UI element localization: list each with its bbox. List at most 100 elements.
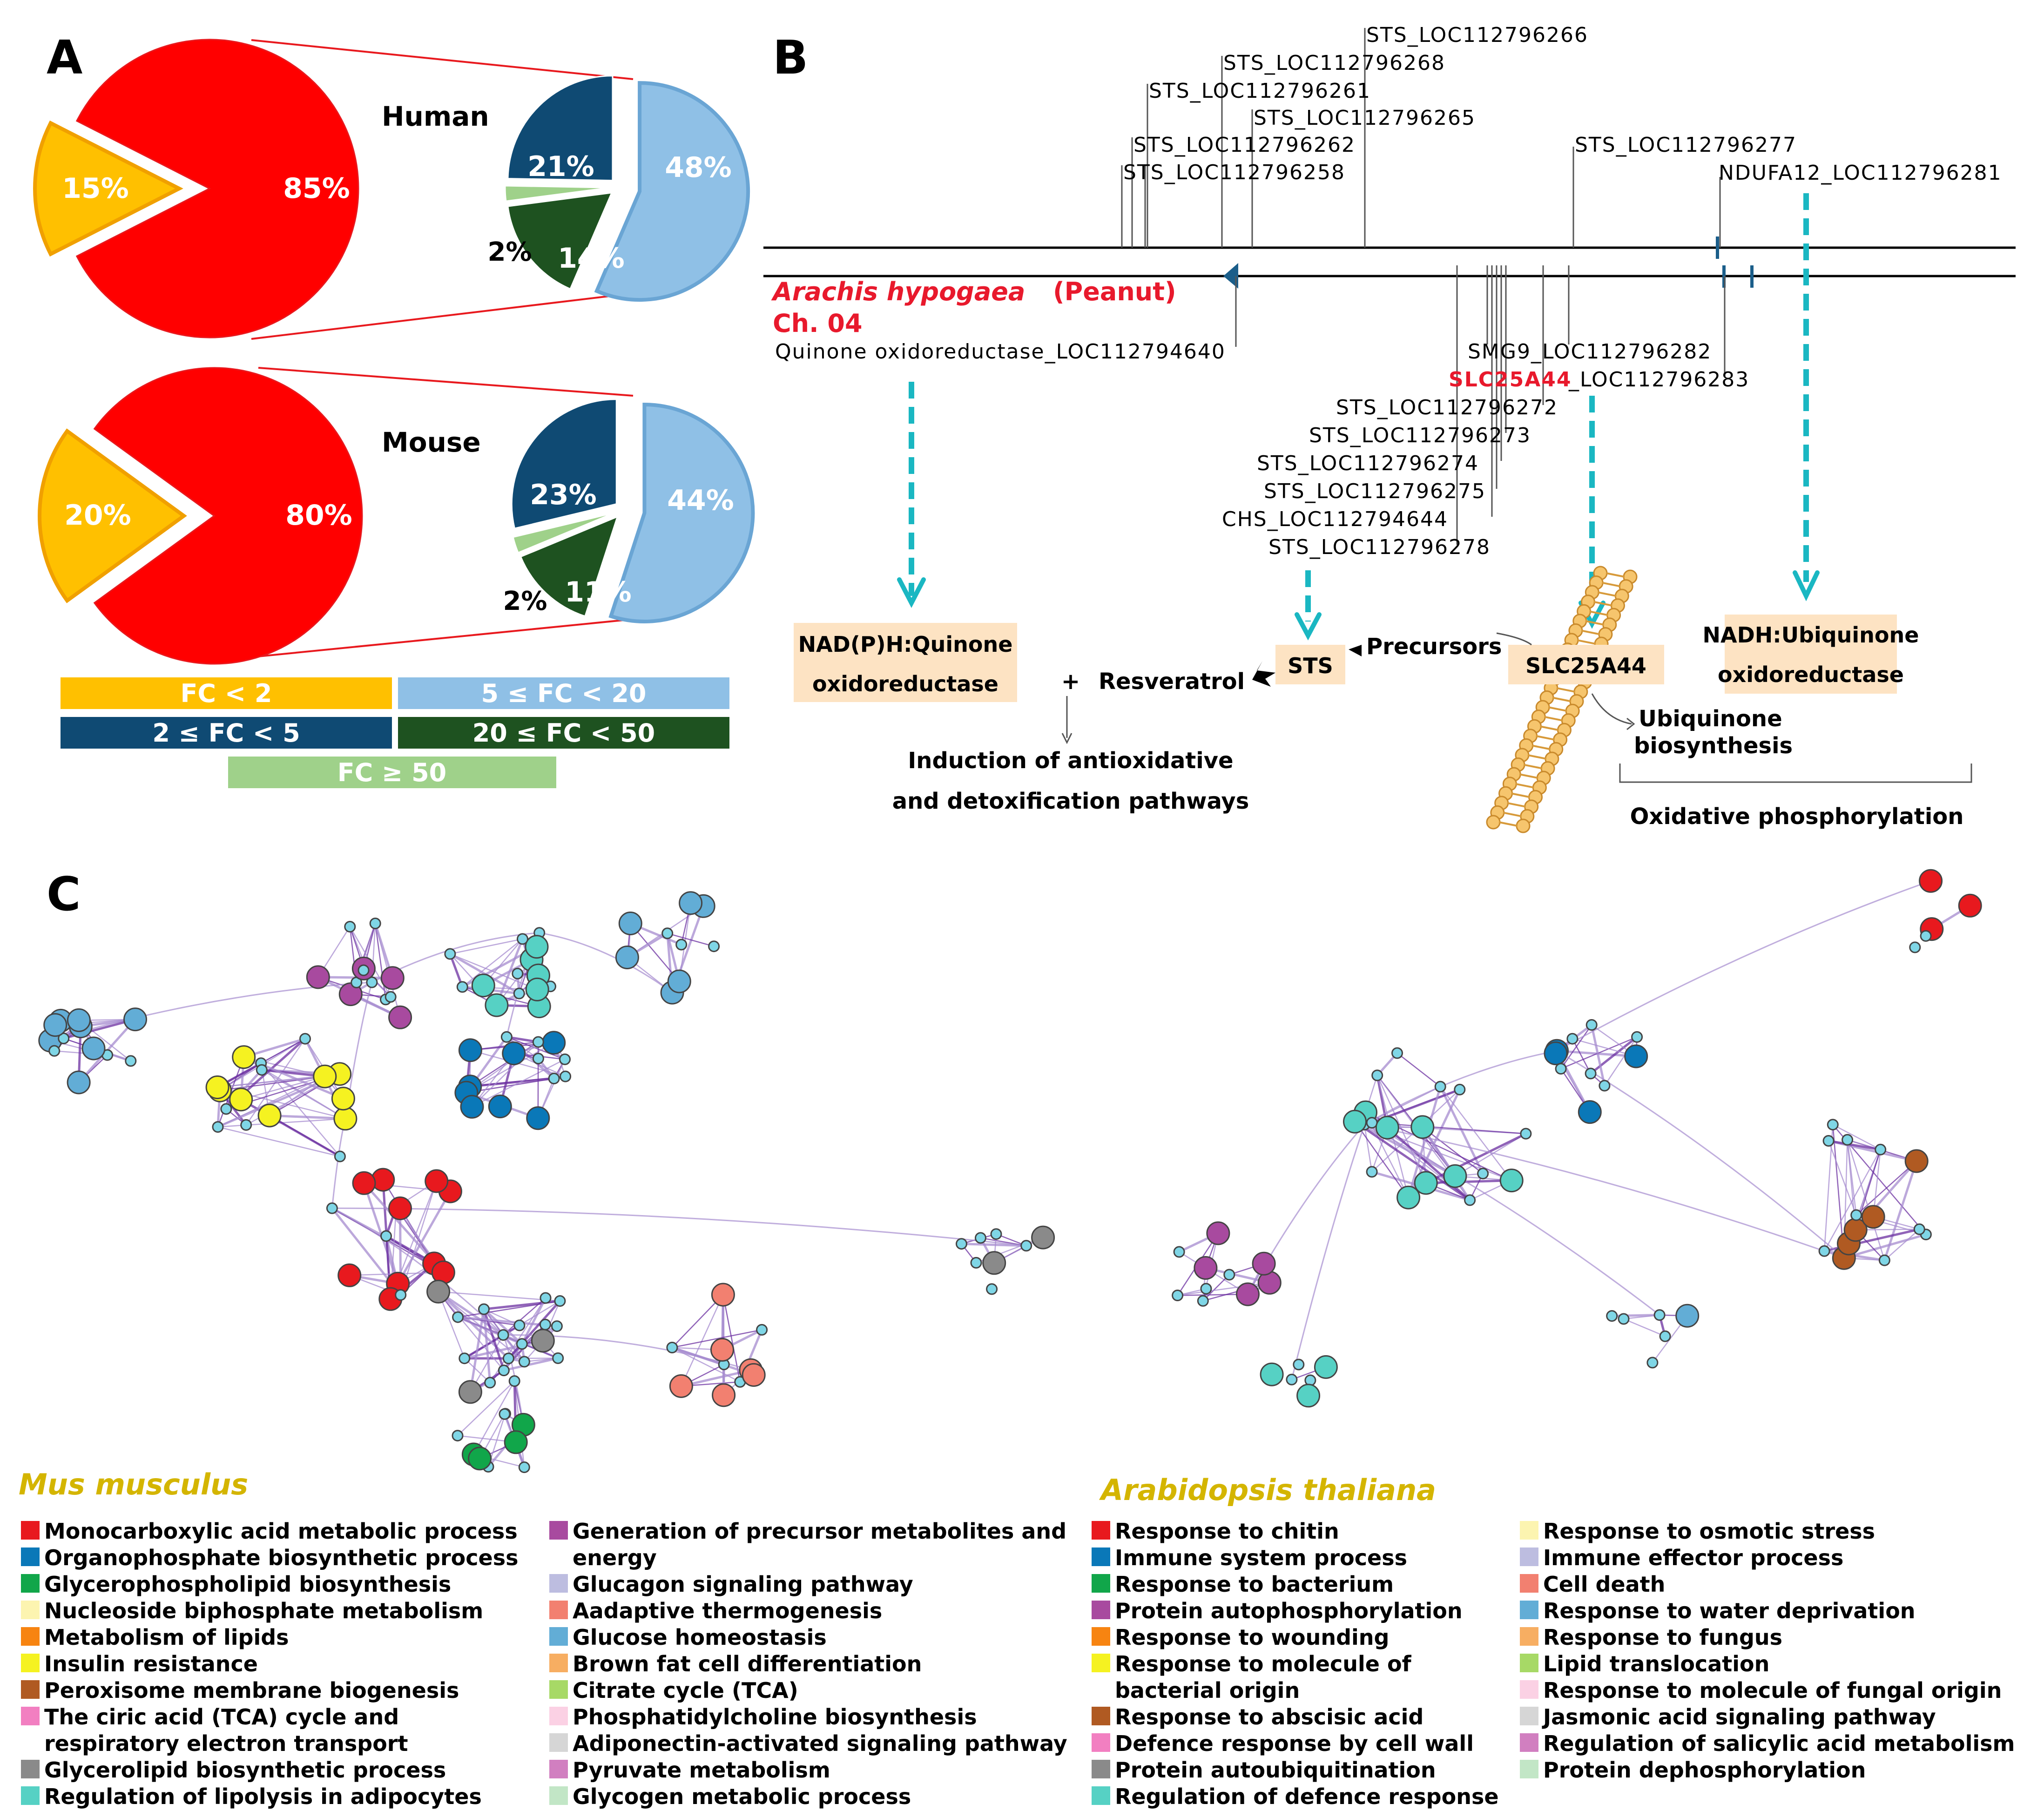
network-edge	[1604, 1036, 1638, 1086]
membrane-lipid-tail	[1581, 629, 1600, 635]
panel-b: B STS_LOC112796266 STS_LOC112796268 STS_…	[763, 23, 2016, 833]
plus-sign: +	[1061, 669, 1080, 695]
legend-label: Pyruvate metabolism	[573, 1757, 830, 1783]
gene-label-sts-277: STS_LOC112796277	[1575, 133, 1797, 157]
network-edge	[483, 1309, 492, 1383]
network-node	[205, 1075, 229, 1099]
legend-swatch	[1092, 1574, 1110, 1593]
network-node	[1822, 1135, 1835, 1147]
network-node	[975, 1232, 986, 1244]
legend-label: Insulin resistance	[44, 1651, 258, 1676]
network-node	[81, 1036, 106, 1061]
network-edge	[1202, 1274, 1230, 1302]
gene-marker-top	[1716, 237, 1719, 259]
zoom-line-mouse-bottom	[258, 618, 634, 657]
network-node	[444, 948, 456, 960]
network-edge	[374, 923, 386, 1000]
fc-legend-label-5-20: 5 ≤ FC < 20	[481, 679, 647, 708]
network-edge	[1422, 1126, 1484, 1174]
network-node	[331, 1087, 355, 1111]
legend-swatch	[1092, 1760, 1110, 1778]
membrane-lipid-tail	[1548, 706, 1567, 712]
network-node	[468, 1446, 492, 1471]
network-node	[1585, 1019, 1598, 1031]
pie-label-human-small: 15%	[62, 172, 129, 205]
membrane-lipid-tail	[1519, 773, 1538, 779]
network-node	[986, 1283, 998, 1295]
network-node	[539, 1318, 551, 1331]
network-edge	[457, 1316, 523, 1345]
network-node	[123, 1007, 147, 1032]
network-edge	[469, 1309, 485, 1392]
network-node	[1396, 1185, 1421, 1210]
network-node	[220, 1103, 232, 1115]
legend-swatch	[21, 1574, 40, 1593]
network-edge	[1832, 1124, 1881, 1150]
network-node	[1520, 1128, 1532, 1140]
network-node	[388, 1196, 412, 1220]
pie-human-main: 85% 15%	[33, 39, 359, 338]
network-node	[369, 918, 381, 929]
legend-label: Protein dephosphorylation	[1543, 1757, 1866, 1783]
network-edge	[507, 1300, 561, 1359]
legend-label: Regulation of defence response	[1115, 1784, 1499, 1809]
network-node	[385, 991, 397, 1003]
network-node	[1653, 1309, 1666, 1321]
legend-swatch	[21, 1601, 40, 1619]
network-edge	[1843, 1233, 1927, 1259]
legend-swatch	[1092, 1654, 1110, 1672]
network-node	[452, 1311, 464, 1323]
network-edge	[217, 1075, 325, 1088]
network-node	[559, 1053, 571, 1065]
induction-arrowhead	[1061, 733, 1073, 744]
network-node	[1850, 1209, 1862, 1221]
membrane-lipid-tail	[1606, 572, 1625, 578]
network-node	[484, 1377, 496, 1389]
legend-swatch	[549, 1601, 568, 1619]
network-node	[425, 1169, 449, 1193]
network-node	[458, 1380, 482, 1404]
network-node	[1842, 1134, 1854, 1146]
pie-label-human-fc-20-50: 14%	[558, 242, 625, 275]
membrane-lipid-tail	[1511, 792, 1530, 798]
network-edges	[49, 880, 1971, 1468]
network-edge	[1291, 1124, 1365, 1380]
network-node	[388, 1005, 412, 1029]
membrane-lipid-tail	[1601, 581, 1621, 588]
network-edge	[472, 1041, 539, 1108]
box-slc25a44-label: SLC25A44	[1525, 653, 1646, 678]
network-node	[358, 964, 370, 976]
network-node	[1391, 1047, 1403, 1059]
legend-label: Defence response by cell wall	[1115, 1731, 1474, 1756]
induction-line2: and detoxification pathways	[892, 788, 1249, 814]
teal-arrowheads	[897, 570, 1820, 641]
network-node	[1878, 1254, 1890, 1266]
legend-label: Phosphatidylcholine biosynthesis	[573, 1704, 977, 1730]
network-node	[1818, 1245, 1830, 1257]
network-edge	[1828, 1141, 1857, 1216]
network-edge	[1828, 1140, 1881, 1151]
network-edge	[217, 1126, 340, 1157]
fc-legend-swatch-ge50	[228, 757, 556, 788]
network-edge	[464, 1358, 491, 1383]
legend-swatch	[549, 1627, 568, 1646]
network-node	[125, 1055, 137, 1067]
panel-letter-a: A	[47, 30, 82, 85]
network-edge	[1364, 1050, 1557, 1126]
legend-swatch	[21, 1786, 40, 1805]
legend-label: Cell death	[1543, 1572, 1665, 1597]
legend-swatch	[1092, 1601, 1110, 1619]
network-node	[1454, 1083, 1466, 1095]
network-node	[1578, 1100, 1602, 1124]
network-node	[516, 1338, 528, 1350]
network-edge	[1556, 1050, 1845, 1259]
network-node	[485, 993, 509, 1017]
membrane-lipid-tail	[1498, 821, 1518, 827]
network-node	[48, 1045, 61, 1057]
network-edge	[722, 1294, 741, 1382]
network-node	[1197, 1295, 1209, 1307]
network-node	[1875, 1143, 1887, 1156]
pie-slice-human-small	[33, 120, 183, 257]
network-node	[1909, 941, 1921, 953]
